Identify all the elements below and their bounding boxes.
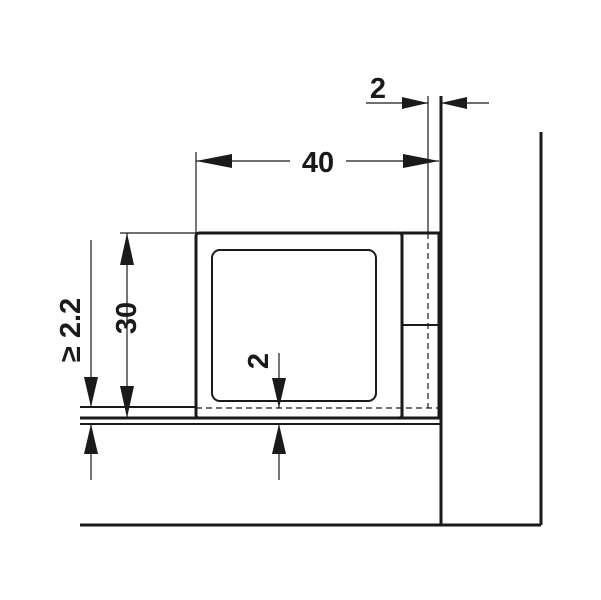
dim-inner-gap-arrow-top (272, 378, 286, 408)
dim-width-arrow-right (403, 154, 439, 168)
dim-height: 30 (111, 232, 196, 418)
profile (194, 231, 441, 420)
profile-outer (194, 231, 404, 420)
dim-clearance-arrow-bottom (84, 424, 98, 454)
dim-inner-gap-label: 2 (243, 353, 275, 369)
dim-gap-top: 2 (366, 73, 489, 233)
dim-width: 40 (195, 147, 439, 233)
dim-height-arrow-top (120, 233, 134, 265)
dim-gap-top-arrow-left (402, 97, 428, 109)
profile-inner (211, 249, 377, 402)
dim-clearance-label: ≥ 2.2 (55, 298, 87, 362)
dim-inner-gap-arrow-bottom (272, 424, 286, 454)
dim-width-arrow-left (196, 154, 232, 168)
dim-inner-gap: 2 (243, 353, 286, 480)
dim-min-clearance: ≥ 2.2 (55, 240, 98, 480)
dim-width-label: 40 (302, 147, 334, 179)
dim-clearance-arrow-top (84, 377, 98, 407)
dim-gap-top-label: 2 (370, 73, 386, 105)
dim-height-arrow-bottom (120, 386, 134, 418)
dim-height-label: 30 (111, 302, 143, 334)
dim-gap-top-arrow-right (441, 97, 467, 109)
shelf-board (80, 406, 441, 425)
wall-panel (80, 96, 543, 527)
